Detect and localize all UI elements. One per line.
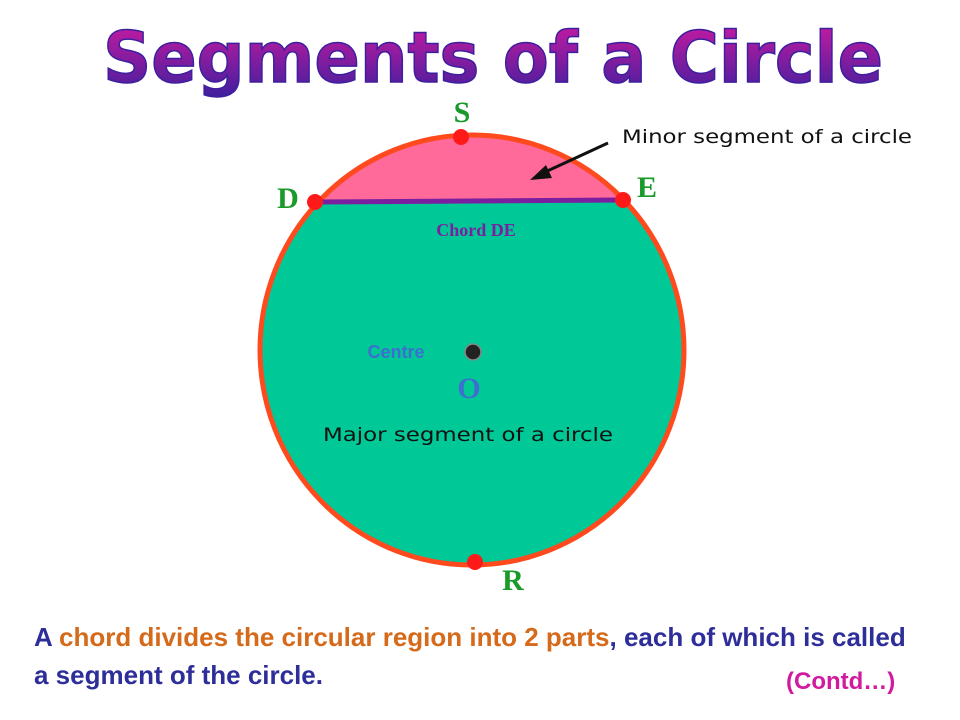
chord-de-line: [314, 197, 624, 205]
caption-part-1: A: [34, 622, 60, 652]
centre-o-label: O: [457, 372, 480, 405]
page-title: Segments of a Circle: [103, 17, 883, 99]
centre-point-marker: [464, 343, 482, 361]
contd-label: (Contd…): [786, 668, 896, 695]
point-r-marker: [467, 554, 483, 570]
minor-segment-label: Minor segment of a circle: [622, 126, 912, 148]
chord-de-label: Chord DE: [436, 220, 516, 240]
caption-part-3: , each of which is called a segment of t…: [34, 622, 906, 690]
caption-highlight: chord divides the circular region into 2…: [59, 622, 610, 652]
point-e-label: E: [637, 171, 657, 204]
minor-segment-arrow: [530, 141, 609, 180]
point-r-label: R: [502, 564, 524, 597]
centre-label: Centre: [367, 342, 424, 362]
minor-segment-region: [260, 135, 684, 202]
point-d-label: D: [277, 182, 299, 215]
major-segment-label: Major segment of a circle: [323, 424, 613, 446]
point-e-marker: [615, 192, 631, 208]
point-s-marker: [453, 129, 469, 145]
caption-text: A chord divides the circular region into…: [34, 618, 914, 694]
point-d-marker: [307, 194, 323, 210]
point-s-label: S: [454, 96, 471, 129]
